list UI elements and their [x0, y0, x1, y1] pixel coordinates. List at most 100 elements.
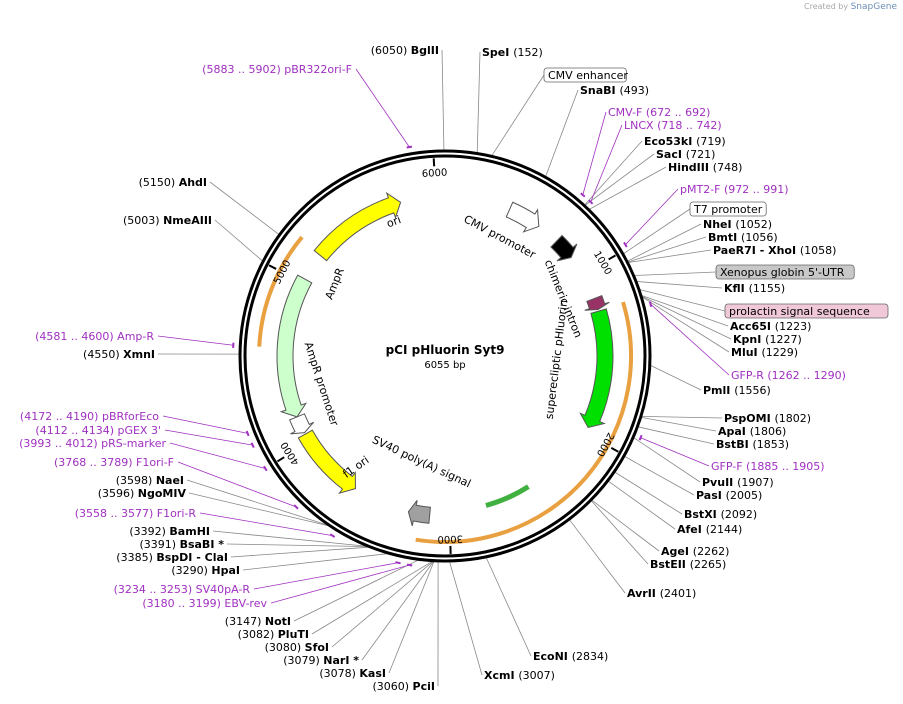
feature-prolactin-signal-sequence [584, 295, 610, 311]
enzyme-xcmi: XcmI (3007) [484, 669, 555, 682]
backbone-inner [243, 154, 647, 558]
primer-pbrforeco: (4172 .. 4190) pBRforEco [20, 410, 159, 423]
leader-pasi [623, 455, 695, 496]
leader-bglii [441, 49, 445, 152]
feature-superecliptic-phluorin [579, 308, 614, 429]
leader-spei [476, 51, 481, 154]
leader-bspdi-clai [230, 546, 371, 558]
primer-mark-gfp-f [638, 434, 643, 441]
enzyme-bglii: (6050) BglII [371, 44, 439, 57]
leader-bsabi [226, 543, 370, 547]
leader-kpni [640, 295, 732, 340]
enzyme-mlui: MluI (1229) [731, 346, 798, 359]
snapgene-watermark: Created by SnapGene [804, 2, 897, 12]
primer-cmv-f: CMV-F (672 .. 692) [608, 106, 710, 119]
primer-amp-r: (4581 .. 4600) Amp-R [35, 330, 154, 343]
enzyme-bamhi: (3392) BamHI [129, 525, 210, 538]
boxed-label-box-t7-promoter [689, 201, 767, 217]
backbone-outer [238, 149, 652, 563]
enzyme-pvuii: PvuII (1907) [702, 476, 774, 489]
leader-kasi [388, 560, 435, 674]
enzyme-spei: SpeI (152) [482, 46, 543, 59]
enzyme-sfoi: (3080) SfoI [265, 641, 329, 654]
primer-mark-prs-marker [263, 465, 268, 472]
leader-primer-sv40pa-r [253, 562, 399, 590]
leader-xenopus-globin-5-utr [633, 271, 717, 276]
leader-prolactin-signal-sequence [638, 289, 726, 312]
enzyme-bsabi: (3391) BsaBI * [140, 538, 225, 551]
enzyme-pasi: PasI (2005) [696, 489, 762, 502]
feature-label-f1-ori: f1 ori [341, 454, 372, 481]
enzyme-kasi: (3078) KasI [319, 667, 386, 680]
feature-label-ampr-promoter: AmpR promoter [302, 340, 342, 428]
leader-t7-promoter [622, 208, 691, 255]
primer-ebv-rev: (3180 .. 3199) EBV-rev [142, 597, 267, 610]
leader-apai [640, 416, 717, 432]
feature-ori [313, 191, 402, 262]
enzyme-kfli: KflI (1155) [724, 282, 785, 295]
tick-label-2000: 2000 [594, 430, 616, 458]
leader-primer-pgex-3 [164, 429, 253, 446]
leader-ahdi [209, 181, 280, 236]
enzyme-pspomi: PspOMI (1802) [724, 412, 811, 425]
leader-hindiii [588, 166, 667, 211]
enzyme-bspdi-clai: (3385) BspDI - ClaI [116, 551, 228, 564]
leader-bstxi [613, 471, 683, 515]
leader-econi [485, 556, 532, 657]
leader-paer7i-xhoi [627, 249, 712, 264]
leader-primer-pbr322ori-f [355, 68, 410, 148]
primer-f1ori-f: (3768 .. 3789) F1ori-F [54, 456, 174, 469]
leader-primer-pmt2-f [625, 188, 679, 245]
primer-pbr322ori-f: (5883 .. 5902) pBR322ori-F [202, 63, 352, 76]
boxed-label-box-prolactin-signal-sequence [724, 303, 889, 319]
enzyme-apai: ApaI (1806) [718, 425, 786, 438]
tick-mark-5000 [268, 264, 277, 270]
enzyme-econi: EcoNI (2834) [533, 650, 608, 663]
primer-sv40pa-r: (3234 .. 3253) SV40pA-R [114, 583, 251, 596]
enzyme-xmni: (4550) XmnI [83, 348, 155, 361]
leader-saci [584, 153, 655, 207]
feature-sv40-poly-a-signal [407, 500, 431, 527]
enzyme-agei: AgeI (2262) [661, 545, 729, 558]
leader-mlui [640, 295, 730, 353]
primer-f1ori-r: (3558 .. 3577) F1ori-R [75, 507, 197, 520]
enzyme-pmli: PmlI (1556) [703, 384, 771, 397]
leader-primer-gfp-r [650, 303, 730, 376]
boxed-label-box-xenopus-globin-5-utr [715, 264, 855, 280]
primer-mark-ebv-rev [406, 563, 413, 567]
leader-nari [361, 560, 435, 661]
tick-mark-4000 [276, 456, 285, 463]
enzyme-pcii: (3060) PciI [372, 680, 435, 693]
enzyme-snabi: SnaBI (493) [580, 84, 649, 97]
feature-label-ori: ori [385, 213, 403, 230]
enzyme-ngomiv: (3596) NgoMIV [98, 487, 187, 500]
primer-mark-f1ori-f [293, 504, 299, 510]
leader-primer-ebv-rev [270, 564, 410, 604]
leader-primer-f1ori-r [199, 512, 333, 537]
leader-nhei [626, 223, 702, 262]
primer-gfp-r: GFP-R (1262 .. 1290) [731, 369, 846, 382]
boxed-label-box-cmv-enhancer [543, 67, 627, 83]
boxed-label-prolactin-signal-sequence: prolactin signal sequence [729, 305, 870, 318]
primer-mark-gfp-r [648, 301, 653, 308]
features [276, 191, 614, 527]
tick-mark-2000 [610, 446, 619, 453]
primer-mark-pgex-3 [250, 442, 255, 448]
enzyme-saci: SacI (721) [656, 148, 715, 161]
primer-mark-sv40pa-r [395, 561, 401, 565]
boxed-label-t7-promoter: T7 promoter [693, 203, 763, 216]
enzyme-noti: (3147) NotI [225, 615, 291, 628]
leader-primer-amp-r [157, 335, 234, 346]
enzyme-hpai: (3290) HpaI [171, 564, 240, 577]
primer-mark-pbrforeco [245, 430, 250, 437]
primer-prs-marker: (3993 .. 4012) pRS-marker [19, 437, 166, 450]
enzyme-bsteii: BstEII (2265) [650, 558, 726, 571]
enzyme-naei: (3598) NaeI [116, 474, 184, 487]
feature-label-superecliptic-phluorin: superecliptic pHluorin [543, 299, 571, 420]
tick-label-3000: 3000 [437, 533, 463, 545]
feature-label-sv40-poly-a-signal: SV40 poly(A) signal [370, 433, 473, 490]
leader-noti [293, 559, 420, 622]
leader-bmti [627, 236, 707, 263]
